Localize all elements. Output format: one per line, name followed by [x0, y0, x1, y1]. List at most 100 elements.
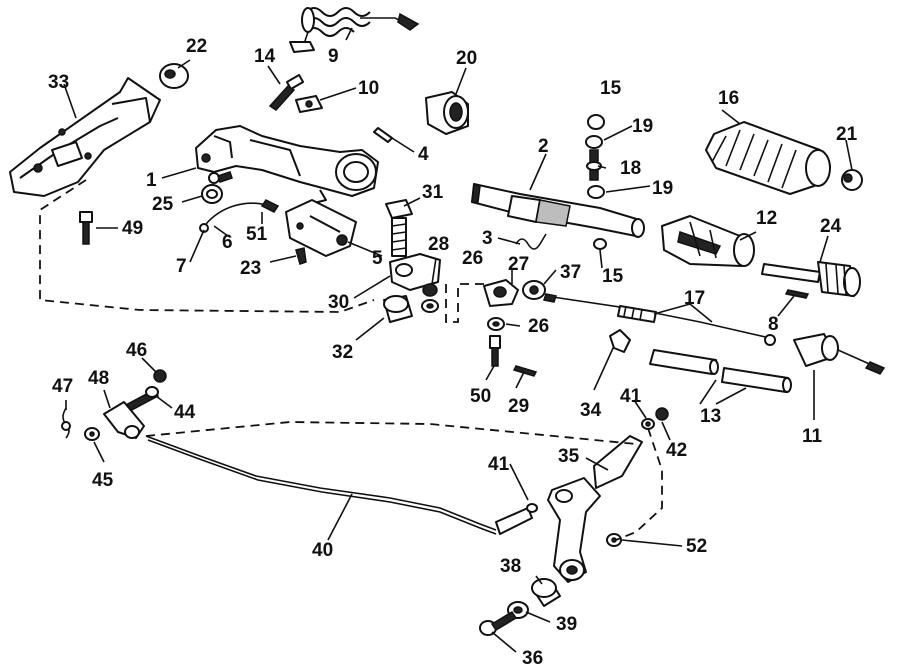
callout-10: 10: [358, 78, 379, 99]
knob-cap-part: [159, 63, 189, 89]
nut-part: [153, 369, 167, 383]
callout-40: 40: [312, 540, 333, 561]
callout-45: 45: [92, 470, 114, 491]
washer-part: [593, 238, 607, 250]
link-part: [784, 289, 810, 299]
callout-12: 12: [756, 208, 777, 229]
washer-part: [487, 317, 505, 331]
grip-insert-part: [661, 215, 755, 267]
cable-sleeve-part: [721, 367, 792, 393]
callout-29: 29: [508, 396, 529, 417]
callout-34: 34: [580, 400, 602, 421]
roller-part: [383, 295, 413, 323]
screw-part: [295, 247, 307, 265]
mounting-plate-part: [285, 199, 357, 257]
callout-31: 31: [422, 182, 444, 203]
callout-20: 20: [456, 48, 477, 69]
callout-27: 27: [508, 254, 529, 275]
callout-26a: 26: [462, 248, 483, 269]
spacer-part: [531, 578, 561, 607]
callout-24: 24: [820, 216, 842, 237]
callout-7: 7: [176, 256, 187, 277]
bolt-part: [385, 199, 413, 257]
callout-14: 14: [254, 46, 276, 67]
nut-part: [84, 427, 100, 441]
callout-41a: 41: [620, 386, 642, 407]
callout-50: 50: [470, 386, 491, 407]
clip-part: [295, 95, 323, 113]
callout-28: 28: [428, 234, 449, 255]
callout-37: 37: [560, 262, 581, 283]
stud-part: [489, 335, 501, 367]
callout-51: 51: [246, 224, 268, 245]
callout-25: 25: [152, 194, 174, 215]
nut-part: [522, 280, 546, 300]
callout-52: 52: [686, 536, 707, 557]
callout-19a: 19: [632, 116, 653, 137]
callout-30: 30: [328, 292, 349, 313]
nut-part: [641, 418, 655, 430]
bolt-part: [479, 610, 518, 636]
ground-wire-part: [199, 199, 280, 233]
washer-part: [421, 299, 439, 313]
callout-46: 46: [126, 340, 147, 361]
bushing-part: [425, 91, 469, 135]
terminal-part: [208, 171, 233, 184]
handle-grip-part: [705, 121, 831, 195]
cable-sleeve-part: [649, 349, 719, 375]
callout-39: 39: [556, 614, 577, 635]
cam-bracket-part: [389, 253, 441, 291]
nut-part: [422, 283, 438, 297]
spring-clip-part: [515, 233, 547, 250]
callout-2: 2: [538, 136, 549, 157]
callout-15a: 15: [600, 78, 622, 99]
callout-4: 4: [418, 144, 429, 165]
callout-35: 35: [558, 446, 580, 467]
cable-end-part: [793, 333, 886, 375]
callout-13: 13: [700, 406, 721, 427]
washer-part: [606, 533, 622, 547]
callout-47: 47: [52, 376, 73, 397]
callout-1: 1: [146, 170, 157, 191]
spacer-part: [587, 185, 605, 199]
bushing-part: [201, 184, 223, 204]
callout-11: 11: [802, 426, 823, 447]
callout-41b: 41: [488, 454, 510, 475]
callout-5: 5: [372, 248, 383, 269]
bolt-part: [79, 211, 93, 245]
callout-32: 32: [332, 342, 353, 363]
tiller-arm-part: [195, 125, 379, 205]
end-cap-part: [841, 169, 863, 191]
pin-part: [586, 149, 602, 181]
shift-lever-part: [547, 435, 643, 583]
callout-16: 16: [718, 88, 739, 109]
spring-clip-part: [61, 407, 71, 439]
screw-part: [268, 74, 305, 111]
callout-22: 22: [186, 36, 207, 57]
throttle-shaft-part: [471, 182, 645, 238]
callout-49: 49: [122, 218, 143, 239]
callout-8: 8: [768, 314, 779, 335]
cotter-pin-part: [512, 365, 538, 377]
callout-42: 42: [666, 440, 687, 461]
shift-rod-part: [145, 435, 533, 535]
callout-26b: 26: [528, 316, 549, 337]
cable-bracket-part: [483, 279, 519, 307]
callout-48: 48: [88, 368, 109, 389]
bracket-housing-part: [9, 77, 161, 197]
callout-36: 36: [522, 648, 543, 668]
callout-23: 23: [240, 258, 261, 279]
washer-part: [587, 114, 605, 130]
spacer-part: [585, 135, 603, 149]
callout-leader-lines: [63, 27, 853, 653]
callout-33: 33: [48, 72, 69, 93]
pin-part: [373, 127, 393, 143]
callout-numbers: 1 2 3 4 5 6 7 8 9 10 11 12 13 14 15 15 1…: [48, 36, 858, 668]
callout-44: 44: [174, 402, 196, 423]
rod-end-part: [103, 401, 145, 439]
callout-19b: 19: [652, 178, 673, 199]
callout-21: 21: [836, 124, 858, 145]
nut-part: [526, 503, 538, 513]
grip-adapter-part: [761, 261, 861, 297]
